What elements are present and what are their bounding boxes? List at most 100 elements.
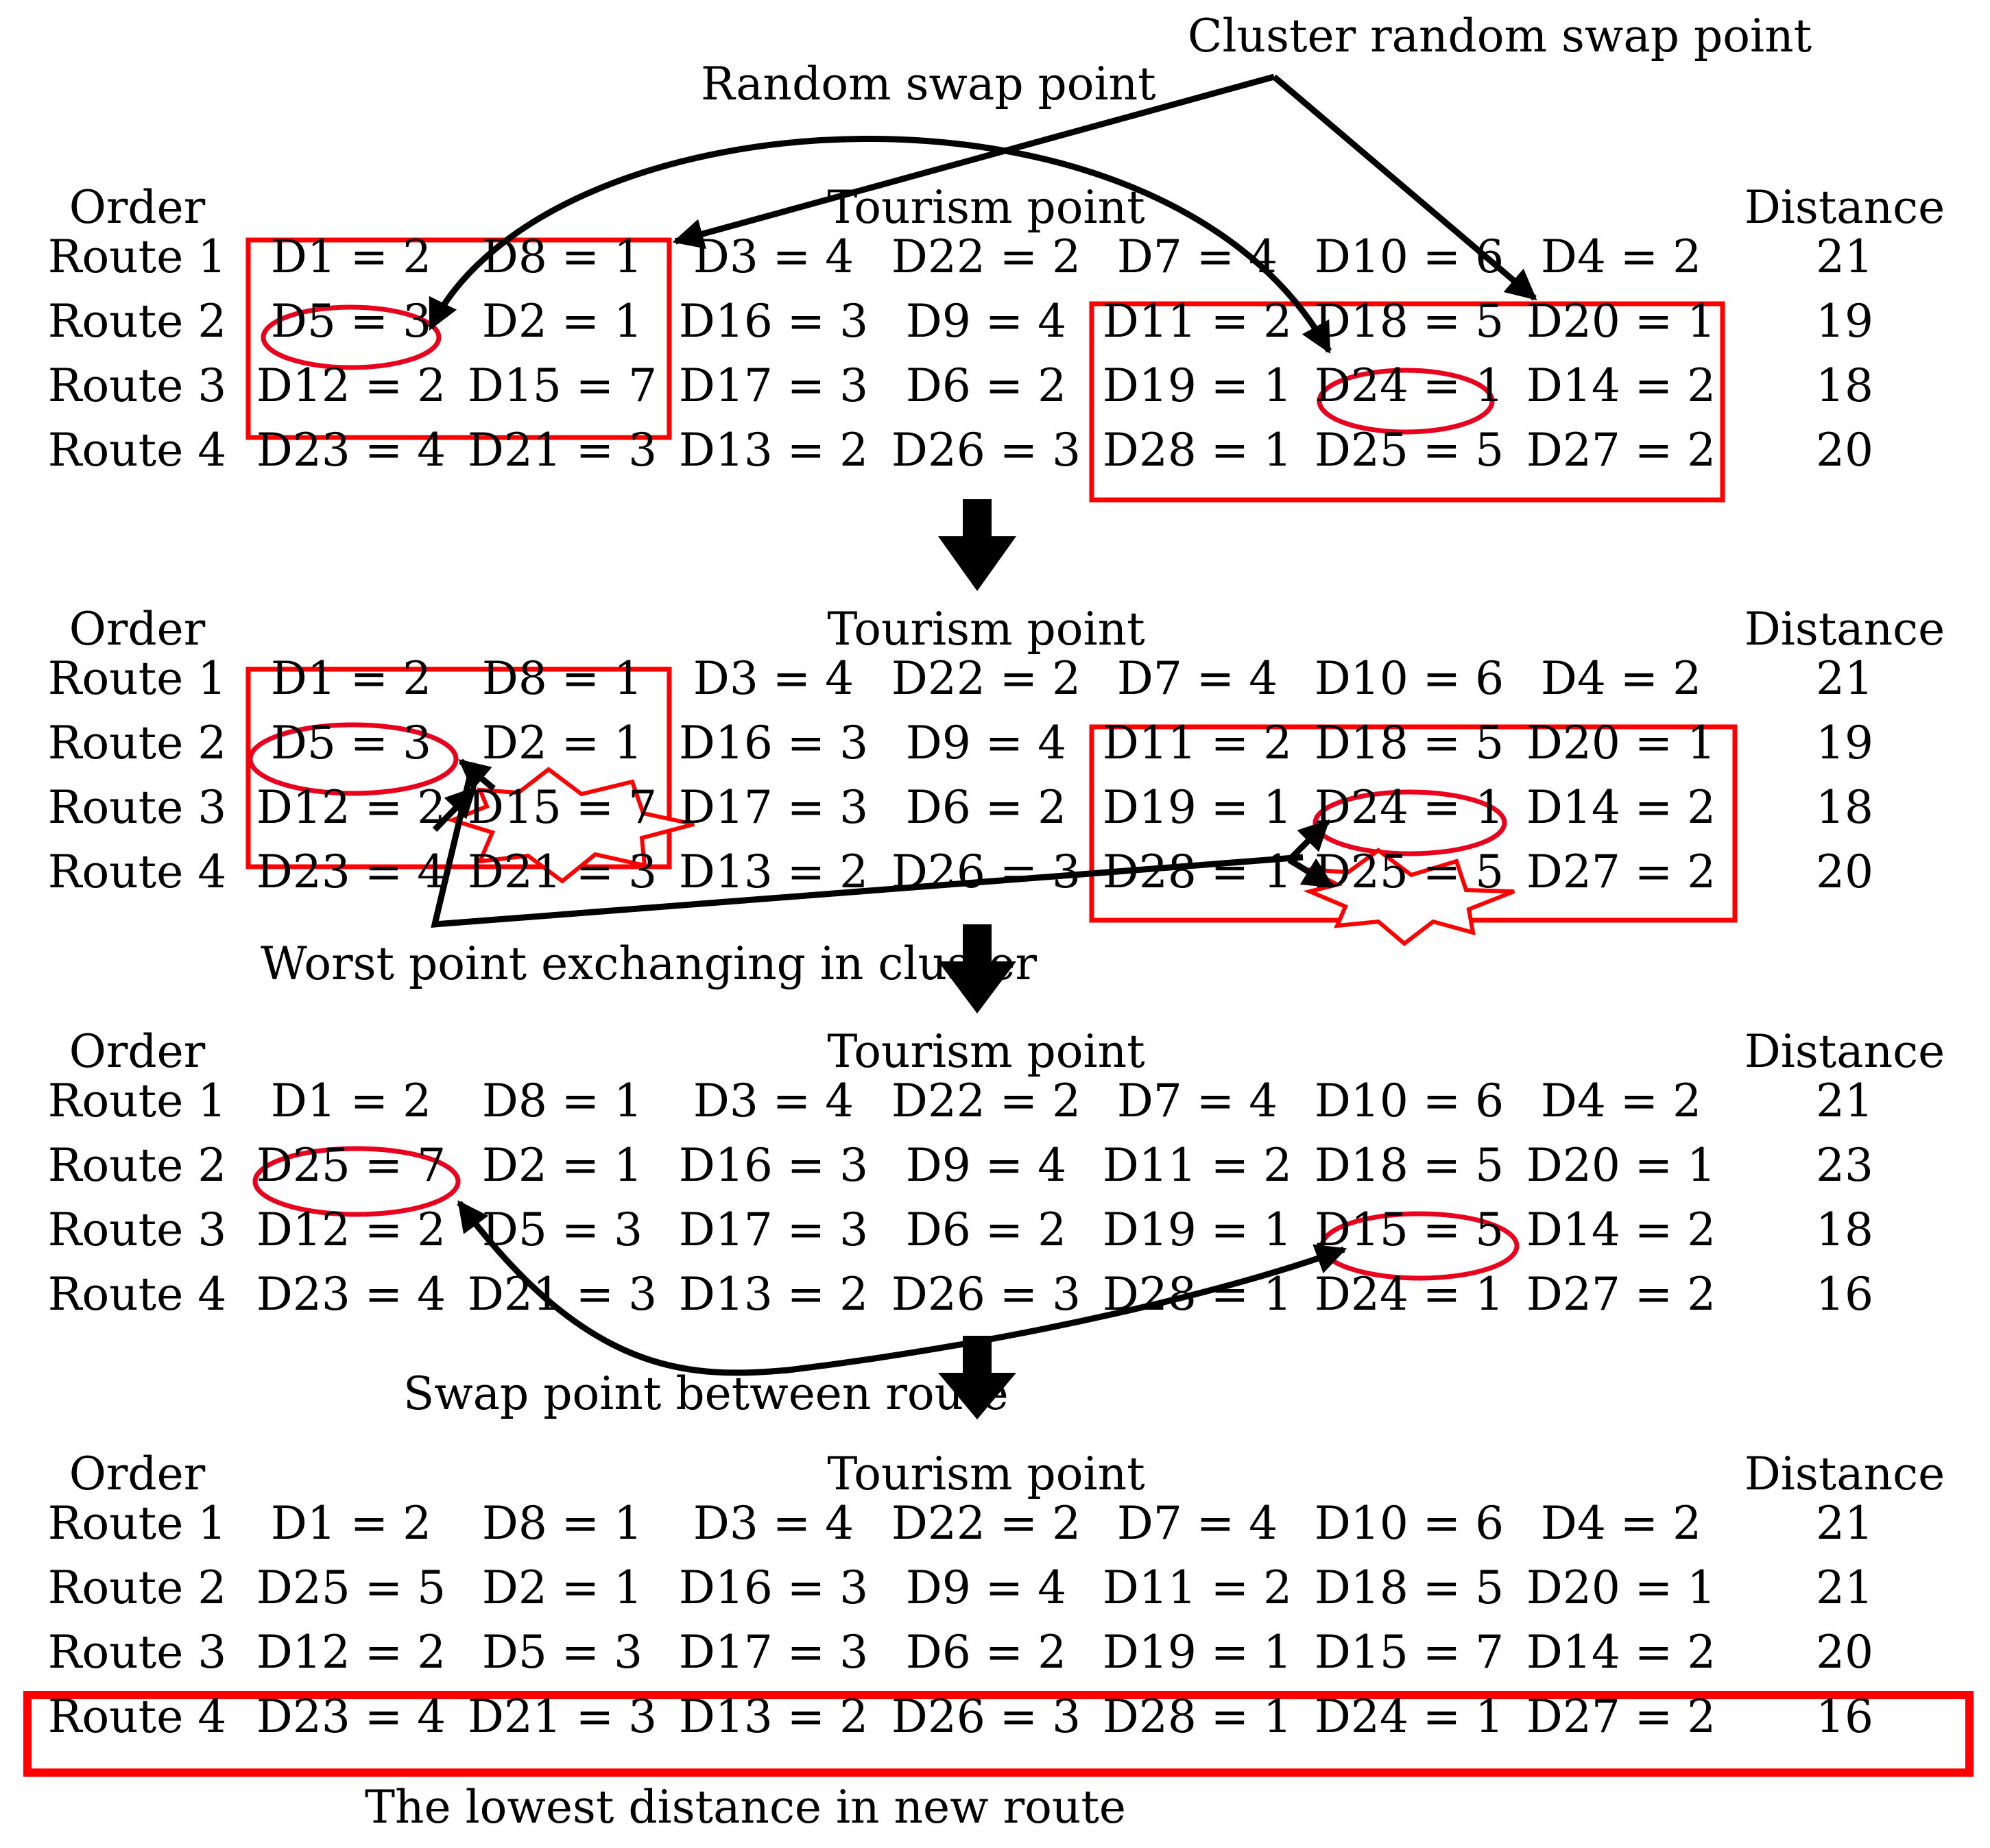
table-4-distance-value: 20	[1816, 1626, 1873, 1679]
random-swap-arrow	[427, 136, 1332, 354]
table-3-route-label: Route 1	[48, 1075, 227, 1127]
table-2-cell: D10 = 6	[1315, 652, 1504, 705]
table-1-cell: D16 = 3	[679, 295, 868, 348]
table-3-cell: D18 = 5	[1315, 1139, 1504, 1192]
table-4-cell: D10 = 6	[1315, 1497, 1504, 1550]
table-1-cell: D6 = 2	[906, 359, 1066, 412]
table-4-cell: D6 = 2	[906, 1626, 1066, 1679]
table-1-header-order: Order	[69, 181, 206, 234]
worst-exchange-arrow-d5	[458, 758, 496, 791]
label-lowest-distance: The lowest distance in new route	[365, 1781, 1126, 1834]
table-4-distance-value: 16	[1816, 1690, 1873, 1743]
table-4-header-tourism: Tourism point	[827, 1448, 1144, 1500]
table-1-cell: D26 = 3	[891, 424, 1081, 477]
table-4-cell: D18 = 5	[1315, 1561, 1504, 1614]
table-1-header-distance: Distance	[1745, 181, 1945, 234]
table-2-cell: D2 = 1	[482, 717, 643, 769]
stage-arrow-3	[938, 1336, 1016, 1419]
cluster-swap-arrow-right	[1272, 74, 1537, 301]
arrows-layer	[427, 73, 1537, 1419]
table-2-cell: D23 = 4	[256, 845, 446, 898]
table-2-header-distance: Distance	[1745, 603, 1945, 656]
cluster-box-t2-left	[245, 667, 672, 869]
table-3-route-label: Route 2	[48, 1139, 227, 1192]
table-2-cell: D6 = 2	[906, 781, 1066, 834]
table-2-cell: D4 = 2	[1541, 652, 1701, 705]
table-1-cell: D23 = 4	[256, 424, 446, 477]
table-3-cell: D23 = 4	[256, 1268, 446, 1321]
table-1-cell: D11 = 2	[1103, 295, 1292, 348]
table-4-cell: D20 = 1	[1526, 1561, 1716, 1614]
table-4-cell: D1 = 2	[271, 1497, 431, 1550]
table-4-cell: D17 = 3	[679, 1626, 868, 1679]
worst-exchange-arrow-d25	[1287, 857, 1334, 889]
table-3-cell: D4 = 2	[1541, 1075, 1701, 1127]
table-1-route-label: Route 4	[48, 424, 227, 477]
table-3-cell: D6 = 2	[906, 1203, 1066, 1256]
table-1-cell: D28 = 1	[1103, 424, 1292, 477]
table-2-cell: D15 = 7	[468, 781, 657, 834]
table-4-cell: D24 = 1	[1315, 1690, 1504, 1743]
table-2-cell: D19 = 1	[1103, 781, 1292, 834]
table-1-cell: D14 = 2	[1526, 359, 1716, 412]
table-3-route-label: Route 3	[48, 1203, 227, 1256]
table-4-cell: D28 = 1	[1103, 1690, 1292, 1743]
table-2-route-label: Route 3	[48, 781, 227, 834]
table-4-cell: D4 = 2	[1541, 1497, 1701, 1550]
table-3-cell: D5 = 3	[482, 1203, 643, 1256]
table-2-cell: D1 = 2	[271, 652, 431, 705]
oval-t2-d5	[248, 722, 459, 796]
table-4-cell: D8 = 1	[482, 1497, 643, 1550]
table-2-cell: D9 = 4	[906, 717, 1066, 769]
table-3-cell: D26 = 3	[891, 1268, 1081, 1321]
table-2-distance-value: 19	[1816, 717, 1873, 769]
table-3-cell: D24 = 1	[1315, 1268, 1504, 1321]
table-3-cell: D11 = 2	[1103, 1139, 1292, 1192]
table-3-cell: D8 = 1	[482, 1075, 643, 1127]
table-1-cell: D18 = 5	[1315, 295, 1504, 348]
table-3-cell: D14 = 2	[1526, 1203, 1716, 1256]
worst-exchange-arrow-d15	[432, 786, 477, 832]
table-1-cell: D19 = 1	[1103, 359, 1292, 412]
table-4-header-distance: Distance	[1745, 1448, 1945, 1500]
table-2-cell: D24 = 1	[1315, 781, 1504, 834]
table-4-cell: D12 = 2	[256, 1626, 446, 1679]
cluster-box-t1-right	[1089, 301, 1725, 503]
table-1-cell: D10 = 6	[1315, 230, 1504, 283]
table-3-cell: D20 = 1	[1526, 1139, 1716, 1192]
table-3-cell: D17 = 3	[679, 1203, 868, 1256]
label-swap-point-between-route: Swap point between route	[403, 1367, 1009, 1420]
table-1-cell: D17 = 3	[679, 359, 868, 412]
table-4-route-label: Route 3	[48, 1626, 227, 1679]
table-3-cell: D16 = 3	[679, 1139, 868, 1192]
table-3-cell: D13 = 2	[679, 1268, 868, 1321]
table-4-cell: D15 = 7	[1315, 1626, 1504, 1679]
table-1-cell: D27 = 2	[1526, 424, 1716, 477]
table-1-route-label: Route 2	[48, 295, 227, 348]
table-3-cell: D2 = 1	[482, 1139, 643, 1192]
stage-arrow-2	[938, 924, 1016, 1013]
table-1-distance-value: 18	[1816, 359, 1873, 412]
table-2-header-tourism: Tourism point	[827, 603, 1144, 656]
table-1-cell: D2 = 1	[482, 295, 643, 348]
oval-t3-d25	[252, 1146, 461, 1217]
label-worst-point-exchanging: Worst point exchanging in cluster	[261, 937, 1037, 990]
table-3-header-distance: Distance	[1745, 1025, 1945, 1078]
table-2-header-order: Order	[69, 603, 206, 656]
annotations-layer: Cluster random swap point Random swap po…	[261, 10, 1812, 1834]
table-1-cell: D13 = 2	[679, 424, 868, 477]
table-2-cell: D12 = 2	[256, 781, 446, 834]
table-2-cell: D27 = 2	[1526, 845, 1716, 898]
table-3-cell: D12 = 2	[256, 1203, 446, 1256]
table-2-cell: D11 = 2	[1103, 717, 1292, 769]
table-2-cell: D13 = 2	[679, 845, 868, 898]
table-4-route-label: Route 2	[48, 1561, 227, 1614]
table-2-distance-value: 21	[1816, 652, 1873, 705]
table-2-cell: D26 = 3	[891, 845, 1081, 898]
table-4-cell: D2 = 1	[482, 1561, 643, 1614]
table-2-cell: D14 = 2	[1526, 781, 1716, 834]
table-1-cell: D12 = 2	[256, 359, 446, 412]
table-4-route-label: Route 4	[48, 1690, 227, 1743]
table-3-cell: D9 = 4	[906, 1139, 1066, 1192]
table-3-header-order: Order	[69, 1025, 206, 1078]
